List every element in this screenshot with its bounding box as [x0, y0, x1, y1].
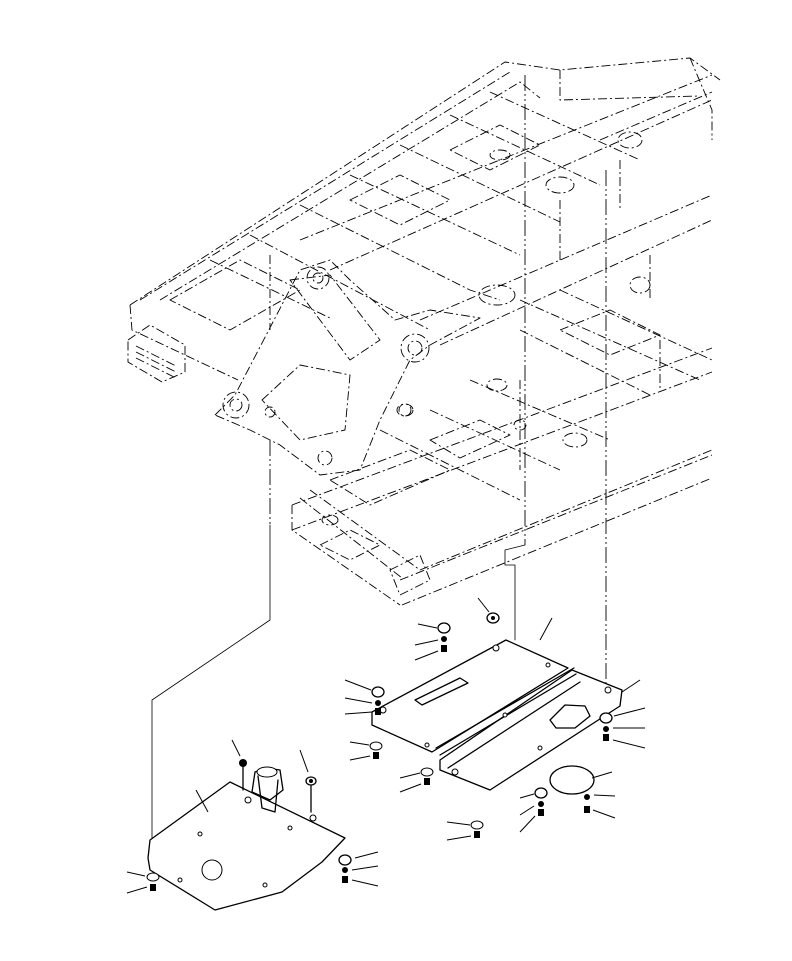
center-undercover-plate	[371, 617, 569, 753]
hw-center-top	[414, 622, 451, 661]
hw-rear-lowleft	[446, 820, 484, 841]
hw-stud-b	[299, 749, 317, 813]
hw-center-lowleft	[399, 767, 434, 793]
rear-undercover-plate	[435, 667, 641, 791]
hw-center-low	[349, 741, 383, 761]
hw-center-mid	[344, 679, 385, 715]
alignment-centerlines	[151, 75, 607, 866]
hw-left-a	[126, 871, 160, 894]
hw-center-top-b	[477, 597, 500, 624]
hw-cap	[584, 794, 616, 819]
boom-foot-bracket	[214, 259, 481, 476]
inspection-cap	[549, 765, 613, 795]
revolving-frame-phantom	[127, 57, 721, 606]
left-undercover-plate	[147, 766, 346, 911]
hw-left-b	[338, 851, 379, 887]
hw-rear-low	[519, 787, 548, 833]
hw-rear-right	[599, 707, 646, 749]
hardware	[126, 597, 646, 894]
hw-stud-a	[231, 739, 247, 791]
